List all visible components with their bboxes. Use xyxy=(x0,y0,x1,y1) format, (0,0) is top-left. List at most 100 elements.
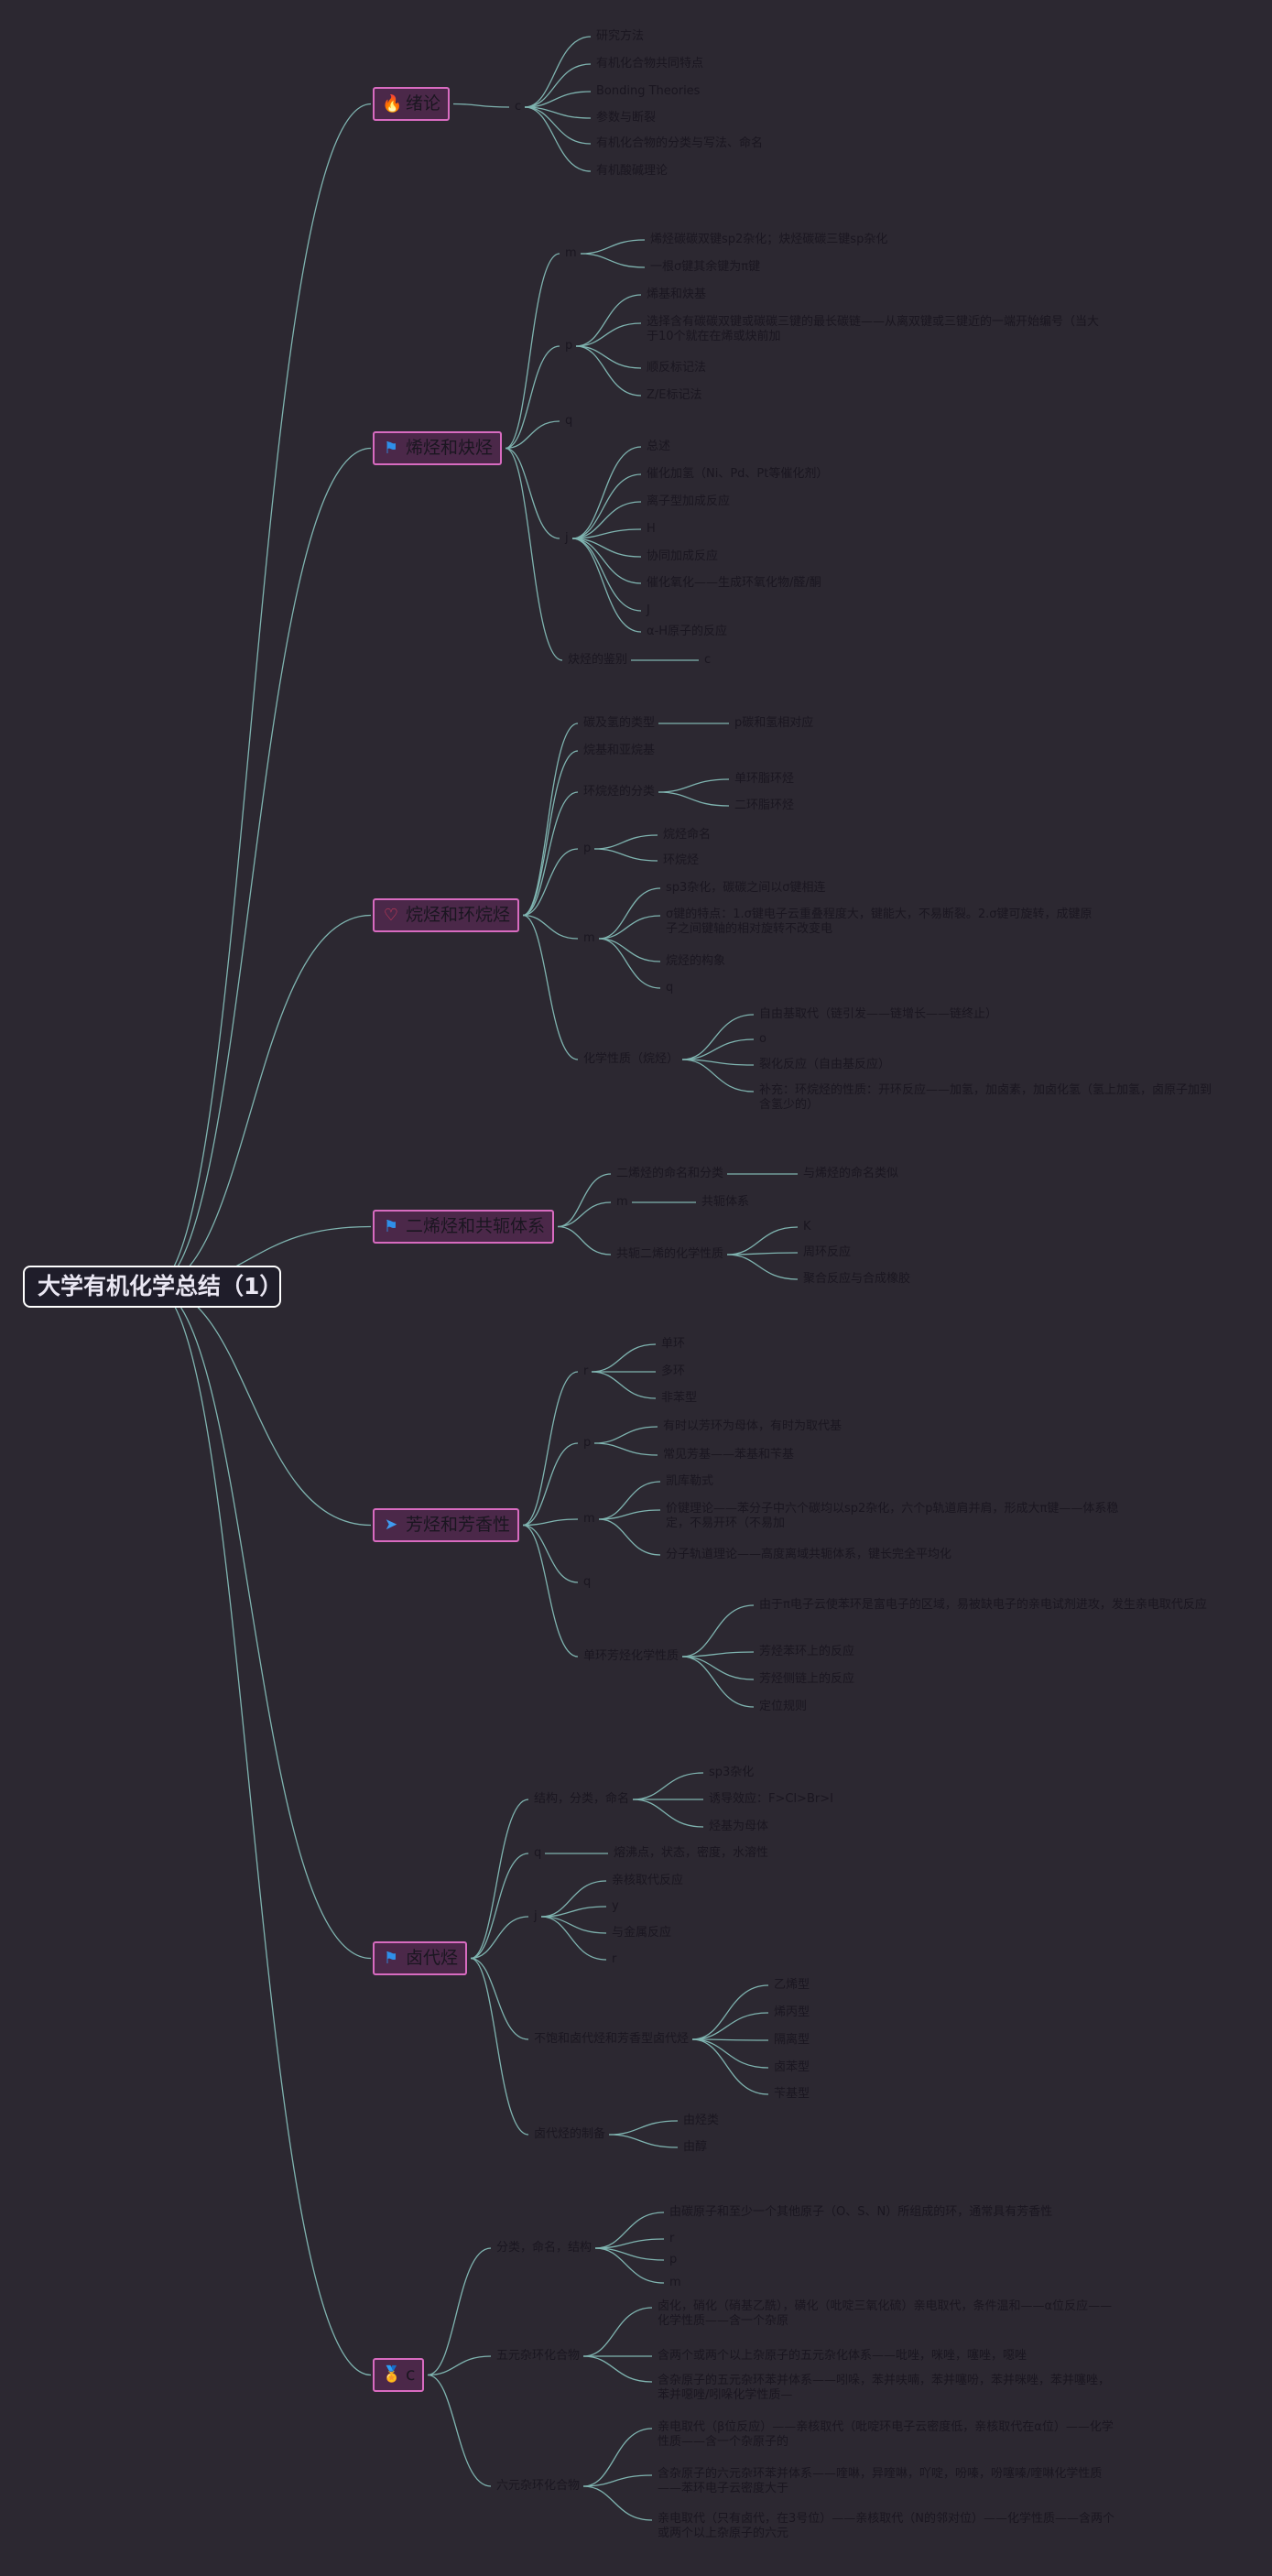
leaf-item[interactable]: r xyxy=(669,2232,675,2245)
leaf-item[interactable]: 有机化合物共同特点 xyxy=(596,57,704,71)
leaf-item[interactable]: 由于π电子云使苯环是富电子的区域，易被缺电子的亲电试剂进攻，发生亲电取代反应 xyxy=(759,1598,1207,1612)
leaf-item[interactable]: 亲电取代（β位反应）——亲核取代（吡啶环电子云密度低，亲核取代在α位）——化学性… xyxy=(658,2420,1114,2449)
leaf-item[interactable]: c xyxy=(704,653,712,667)
leaf-item[interactable]: 周环反应 xyxy=(803,1245,852,1259)
branch-aromatics[interactable]: ➤芳烃和芳香性 xyxy=(373,1508,520,1542)
subtopic[interactable]: q xyxy=(583,1575,592,1589)
leaf-item[interactable]: 卤苯型 xyxy=(774,2060,810,2074)
leaf-item[interactable]: 二环脂环烃 xyxy=(734,799,795,812)
leaf-item[interactable]: y xyxy=(612,1899,619,1913)
leaf-item[interactable]: 价键理论——苯分子中六个碳均以sp2杂化，六个p轨道肩并肩，形成大π键——体系稳… xyxy=(666,1502,1119,1530)
leaf-item[interactable]: 定位规则 xyxy=(759,1700,808,1713)
subtopic[interactable]: 共轭二烯的化学性质 xyxy=(616,1247,724,1261)
subtopic[interactable]: 化学性质（烷烃） xyxy=(583,1052,679,1066)
leaf-item[interactable]: σ键的特点：1.σ键电子云重叠程度大，键能大，不易断裂。2.σ键可旋转，成键原子… xyxy=(666,908,1093,936)
subtopic[interactable]: m xyxy=(565,246,577,260)
leaf-item[interactable]: Bonding Theories xyxy=(596,84,701,98)
leaf-item[interactable]: 有机酸碱理论 xyxy=(596,164,669,178)
leaf-item[interactable]: 自由基取代（链引发——链增长——链终止） xyxy=(759,1007,998,1021)
leaf-item[interactable]: K xyxy=(803,1220,811,1234)
leaf-item[interactable]: o xyxy=(759,1032,766,1046)
leaf-item[interactable]: 有机化合物的分类与写法、命名 xyxy=(596,136,764,150)
leaf-item[interactable]: 由醇 xyxy=(683,2140,708,2154)
leaf-item[interactable]: 烷烃的构象 xyxy=(666,954,726,968)
leaf-item[interactable]: Z/E标记法 xyxy=(647,388,702,402)
root-topic[interactable]: 大学有机化学总结（1） xyxy=(23,1266,282,1308)
subtopic[interactable]: 碳及氢的类型 xyxy=(583,716,656,730)
subtopic[interactable]: m xyxy=(616,1195,628,1209)
leaf-item[interactable]: 隔离型 xyxy=(774,2033,810,2047)
leaf-item[interactable]: α-H原子的反应 xyxy=(647,625,728,638)
subtopic[interactable]: m xyxy=(583,1512,595,1526)
leaf-item[interactable]: 卤化，硝化（硝基乙酰），磺化（吡啶三氧化硫）亲电取代，条件温和——α位反应——化… xyxy=(658,2299,1113,2328)
leaf-item[interactable]: m xyxy=(669,2276,681,2289)
subtopic[interactable]: 五元杂环化合物 xyxy=(496,2349,581,2363)
leaf-item[interactable]: 离子型加成反应 xyxy=(647,495,731,508)
branch-dienes-conjugation[interactable]: ⚑二烯烃和共轭体系 xyxy=(373,1210,555,1244)
subtopic[interactable]: p xyxy=(565,339,573,353)
subtopic[interactable]: 环烷烃的分类 xyxy=(583,785,656,799)
leaf-item[interactable]: 诱导效应：F>Cl>Br>I xyxy=(709,1792,833,1806)
leaf-item[interactable]: 选择含有碳碳双键或碳碳三键的最长碳链——从离双键或三键近的一端开始编号（当大于1… xyxy=(647,315,1100,343)
branch-halogenated-hydrocarbons[interactable]: ⚑卤代烃 xyxy=(373,1941,468,1975)
leaf-item[interactable]: 亲核取代反应 xyxy=(612,1874,684,1887)
subtopic[interactable]: 二烯烃的命名和分类 xyxy=(616,1167,724,1180)
branch-heterocycles[interactable]: 🏅c xyxy=(373,2358,425,2392)
leaf-item[interactable]: J xyxy=(647,603,650,617)
leaf-item[interactable]: 共轭体系 xyxy=(701,1195,750,1209)
leaf-item[interactable]: 苄基型 xyxy=(774,2087,810,2101)
leaf-item[interactable]: 裂化反应（自由基反应） xyxy=(759,1058,891,1071)
leaf-item[interactable]: 与金属反应 xyxy=(612,1926,672,1940)
leaf-item[interactable]: 单环 xyxy=(661,1337,686,1351)
subtopic[interactable]: c xyxy=(515,100,522,114)
leaf-item[interactable]: 补充：环烷烃的性质：开环反应——加氢，加卤素，加卤化氢（氢上加氢，卤原子加到含氢… xyxy=(759,1083,1212,1112)
leaf-item[interactable]: 参数与断裂 xyxy=(596,111,657,125)
leaf-item[interactable]: 有时以芳环为母体，有时为取代基 xyxy=(663,1419,843,1433)
subtopic[interactable]: q xyxy=(534,1846,542,1860)
leaf-item[interactable]: sp3杂化，碳碳之间以σ键相连 xyxy=(666,881,826,895)
leaf-item[interactable]: p碳和氢相对应 xyxy=(734,716,814,730)
leaf-item[interactable]: 亲电取代（只有卤代，在3号位）——亲核取代（N的邻对位）——化学性质——含两个或… xyxy=(658,2512,1114,2540)
leaf-item[interactable]: 一根σ键其余键为π键 xyxy=(650,260,761,274)
subtopic[interactable]: m xyxy=(583,931,595,945)
subtopic[interactable]: j xyxy=(565,531,569,545)
leaf-item[interactable]: r xyxy=(612,1952,617,1966)
subtopic[interactable]: r xyxy=(583,1364,589,1378)
leaf-item[interactable]: 含杂原子的六元杂环苯并体系——喹啉，异喹啉，吖啶，吩嗪，吩噻嗪/喹啉化学性质——… xyxy=(658,2467,1103,2495)
leaf-item[interactable]: 常见芳基——苯基和苄基 xyxy=(663,1448,795,1462)
subtopic[interactable]: q xyxy=(565,414,573,428)
subtopic[interactable]: 卤代烃的制备 xyxy=(534,2127,606,2141)
branch-alkanes-cycloalkanes[interactable]: ♡烷烃和环烷烃 xyxy=(373,898,520,932)
leaf-item[interactable]: 含两个或两个以上杂原子的五元杂化体系——吡唑，咪唑，噻唑，噁唑 xyxy=(658,2349,1027,2363)
leaf-item[interactable]: 芳烃苯环上的反应 xyxy=(759,1645,855,1658)
leaf-item[interactable]: 含杂原子的五元杂环苯并体系——吲哚，苯并呋喃，苯并噻吩，苯并咪唑，苯并噻唑，苯并… xyxy=(658,2374,1111,2402)
leaf-item[interactable]: 多环 xyxy=(661,1364,686,1378)
leaf-item[interactable]: sp3杂化 xyxy=(709,1766,755,1779)
leaf-item[interactable]: 催化加氢（Ni、Pd、Pt等催化剂） xyxy=(647,467,829,481)
leaf-item[interactable]: 芳烃侧链上的反应 xyxy=(759,1672,855,1686)
subtopic[interactable]: 炔烃的鉴别 xyxy=(568,653,628,667)
leaf-item[interactable]: 顺反标记法 xyxy=(647,361,707,375)
leaf-item[interactable]: 由烃类 xyxy=(683,2114,720,2127)
leaf-item[interactable]: H xyxy=(647,522,656,536)
leaf-item[interactable]: 环烷烃 xyxy=(663,853,700,867)
leaf-item[interactable]: 单环脂环烃 xyxy=(734,772,795,786)
branch-alkenes-alkynes[interactable]: ⚑烯烃和炔烃 xyxy=(373,431,503,465)
subtopic[interactable]: 单环芳烃化学性质 xyxy=(583,1649,679,1663)
leaf-item[interactable]: 催化氧化——生成环氧化物/醛/酮 xyxy=(647,576,821,590)
subtopic[interactable]: p xyxy=(583,842,592,855)
leaf-item[interactable]: 由碳原子和至少一个其他原子（O、S、N）所组成的环，通常具有芳香性 xyxy=(669,2205,1053,2219)
leaf-item[interactable]: 烯烃碳碳双键sp2杂化；炔烃碳碳三键sp杂化 xyxy=(650,233,888,246)
leaf-item[interactable]: 烯基和炔基 xyxy=(647,288,707,301)
subtopic[interactable]: 烷基和亚烷基 xyxy=(583,744,656,757)
subtopic[interactable]: 不饱和卤代烃和芳香型卤代烃 xyxy=(534,2032,690,2046)
leaf-item[interactable]: 非苯型 xyxy=(661,1391,698,1405)
leaf-item[interactable]: 乙烯型 xyxy=(774,1978,810,1992)
leaf-item[interactable]: 协同加成反应 xyxy=(647,549,719,563)
leaf-item[interactable]: 分子轨道理论——高度离域共轭体系，键长完全平均化 xyxy=(666,1548,952,1561)
leaf-item[interactable]: 总述 xyxy=(647,440,671,453)
subtopic[interactable]: 分类，命名，结构 xyxy=(496,2241,593,2255)
subtopic[interactable]: j xyxy=(534,1909,538,1923)
leaf-item[interactable]: 烯丙型 xyxy=(774,2005,810,2019)
branch-introduction[interactable]: 🔥绪论 xyxy=(373,87,451,121)
